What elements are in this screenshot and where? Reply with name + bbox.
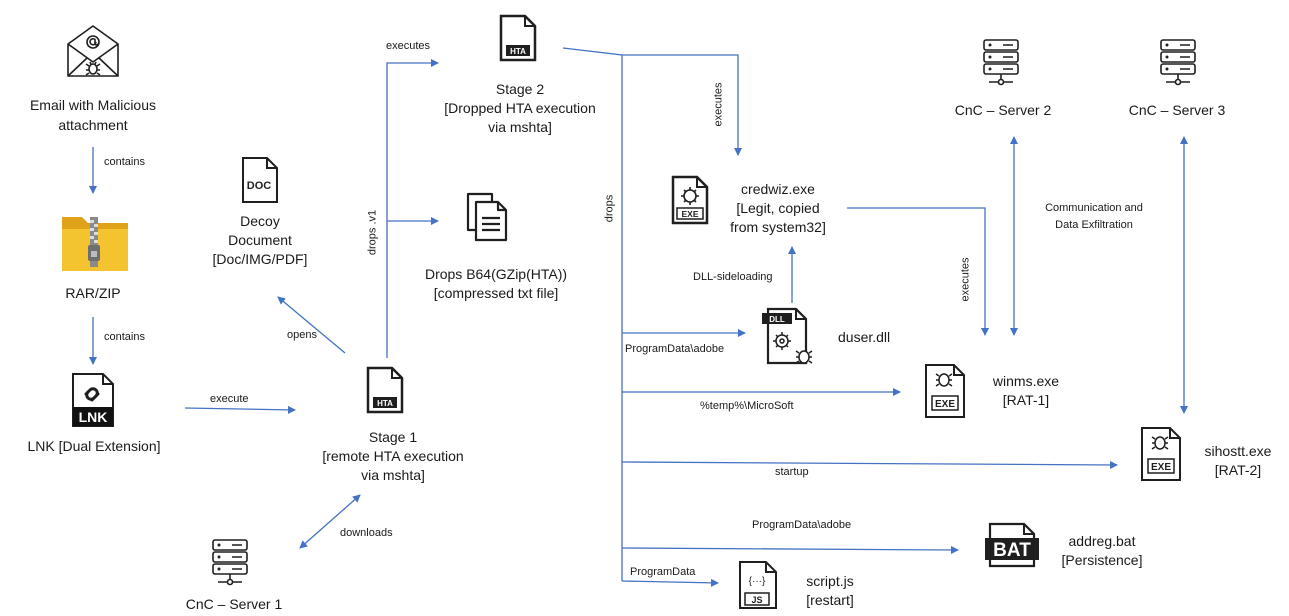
edge-executes-winms [847, 207, 989, 336]
node-label-server2: CnC – Server 2 [954, 102, 1052, 118]
bat-file-icon: BAT [985, 522, 1039, 568]
exe-file-icon: EXE [1141, 427, 1181, 481]
edge-label-opens: opens [287, 329, 317, 341]
edge-opens [277, 296, 346, 354]
node-label-server1: CnC – Server 1 [185, 596, 283, 612]
edge-downloads [299, 494, 361, 549]
edge-label-drops-v1: drops .v1 [366, 209, 379, 256]
edge-label-temp-microsoft: %temp%\MicroSoft [700, 400, 794, 412]
edge-label-executes-stage2: executes [386, 40, 431, 52]
edge-to-script [621, 578, 719, 587]
edge-label-startup: startup [775, 466, 809, 478]
edge-label-programdata-adobe-1: ProgramData\adobe [625, 343, 725, 355]
copy-files-icon [466, 192, 508, 242]
bat-badge: BAT [993, 540, 1031, 561]
edge-label-execute: execute [210, 393, 249, 405]
node-label-rarzip: RAR/ZIP [65, 285, 121, 301]
edge-label-programdata-adobe-2: ProgramData\adobe [752, 519, 852, 531]
dll-badge: DLL [769, 315, 785, 324]
hta-badge-stage1: HTA [377, 399, 393, 408]
exe-badge-winms: EXE [935, 399, 955, 410]
server-rack-icon [1160, 39, 1196, 86]
js-glyph: {···} [749, 576, 766, 587]
node-label-credwiz: credwiz.exe [Legit, copied from system32… [730, 181, 826, 235]
exe-file-icon: EXE [671, 175, 709, 225]
edge-label-dll-sideloading: DLL-sideloading [693, 271, 773, 283]
node-label-duser: duser.dll [838, 329, 891, 345]
node-label-stage2: Stage 2 [Dropped HTA execution via mshta… [444, 81, 596, 135]
node-label-stage1: Stage 1 [remote HTA execution via mshta] [322, 429, 464, 483]
hta-file-icon: HTA [499, 14, 537, 62]
folder-zip-icon [62, 217, 128, 271]
exe-badge-credwiz: EXE [681, 209, 698, 219]
node-label-b64: Drops B64(GZip(HTA)) [compressed txt fil… [424, 266, 568, 301]
server-rack-icon [212, 539, 248, 586]
node-label-decoy: Decoy Document [Doc/IMG/PDF] [212, 213, 308, 267]
node-label-addreg: addreg.bat [Persistence] [1061, 533, 1143, 568]
node-label-script: script.js [restart] [806, 573, 854, 608]
node-label-sihostt: sihostt.exe [RAT-2] [1204, 443, 1272, 478]
exe-badge-sihostt: EXE [1151, 462, 1171, 473]
lnk-badge: LNK [79, 409, 108, 425]
edge-to-sihostt [621, 460, 1118, 469]
edge-label-contains-2: contains [104, 331, 145, 343]
edge-label-contains-1: contains [104, 156, 145, 168]
edge-label-communication: Communication and Data Exfiltration [1045, 202, 1143, 231]
edge-label-drops: drops [603, 194, 616, 223]
edge-execute [184, 405, 296, 414]
edge-label-downloads: downloads [340, 527, 393, 539]
doc-file-icon: DOC [242, 157, 278, 203]
exe-file-icon: EXE [925, 364, 965, 418]
edge-label-programdata: ProgramData [630, 566, 696, 578]
edge-executes-credwiz [622, 54, 742, 156]
lnk-file-icon: LNK [72, 373, 114, 427]
edge-label-executes-credwiz: executes [712, 82, 725, 127]
js-badge: JS [751, 595, 762, 605]
doc-badge: DOC [247, 180, 272, 192]
edge-to-addreg [621, 545, 959, 554]
edge-label-executes-winms: executes [959, 257, 972, 302]
node-label-server3: CnC – Server 3 [1128, 102, 1226, 118]
edge-drops-v1-trunk [386, 59, 439, 358]
node-label-email: Email with Malicious attachment [29, 97, 157, 133]
hta-file-icon: HTA [366, 366, 404, 414]
envelope-bug-icon [67, 25, 119, 77]
js-file-icon: {···} JS [739, 561, 777, 609]
dll-file-icon: DLL [762, 307, 813, 365]
node-label-winms: winms.exe [RAT-1] [992, 373, 1060, 408]
hta-badge-stage2: HTA [510, 47, 526, 56]
server-rack-icon [983, 39, 1019, 86]
node-label-lnk: LNK [Dual Extension] [27, 438, 161, 454]
